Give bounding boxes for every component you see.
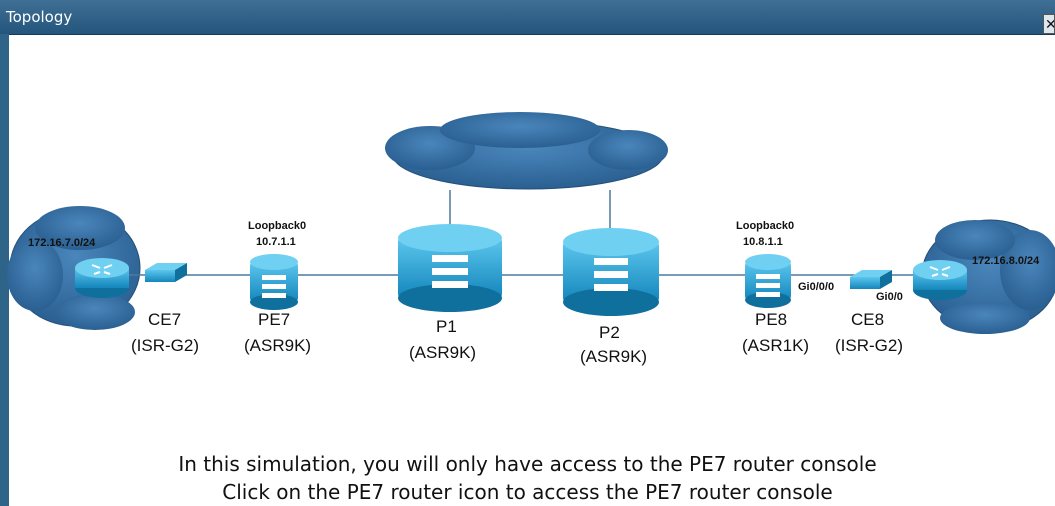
right-subnet-label: 172.16.8.0/24 xyxy=(972,255,1040,267)
ce8-switch-icon xyxy=(850,270,892,289)
caption-line-1: In this simulation, you will only have a… xyxy=(178,452,877,476)
title-bar: Topology ✕ xyxy=(0,0,1055,35)
core-cloud xyxy=(385,112,668,190)
pe7-router-icon[interactable] xyxy=(250,254,298,310)
p1-name: P1 xyxy=(436,317,457,336)
p1-model: (ASR9K) xyxy=(409,343,476,362)
ce7-name: CE7 xyxy=(148,310,181,329)
ce7-model: (ISR-G2) xyxy=(131,336,199,355)
ce8-interface-label: Gi0/0 xyxy=(876,291,903,303)
ce8-model: (ISR-G2) xyxy=(835,336,903,355)
pe7-loopback-label: Loopback0 xyxy=(248,220,306,232)
pe8-loopback-ip: 10.8.1.1 xyxy=(743,236,783,248)
links xyxy=(105,190,965,276)
pe8-name: PE8 xyxy=(755,310,787,329)
window-left-border xyxy=(0,34,9,506)
pe8-router-icon xyxy=(745,254,791,308)
p2-name: P2 xyxy=(599,323,620,342)
pe7-name: PE7 xyxy=(258,310,290,329)
pe8-loopback-label: Loopback0 xyxy=(736,220,794,232)
ce8-router-icon xyxy=(913,260,967,300)
p1-router-icon xyxy=(398,224,502,312)
right-customer-cloud xyxy=(921,219,1055,334)
p2-router-icon xyxy=(563,228,659,316)
ce7-switch-icon xyxy=(145,263,187,282)
pe8-model: (ASR1K) xyxy=(742,336,809,355)
pe7-model: (ASR9K) xyxy=(244,336,311,355)
p2-model: (ASR9K) xyxy=(580,347,647,366)
pe7-loopback-ip: 10.7.1.1 xyxy=(256,236,296,248)
ce8-name: CE8 xyxy=(851,310,884,329)
ce7-router-icon xyxy=(75,258,129,298)
left-subnet-label: 172.16.7.0/24 xyxy=(28,237,96,249)
window-title: Topology xyxy=(6,8,73,26)
caption-line-2: Click on the PE7 router icon to access t… xyxy=(222,480,833,504)
pe8-interface-label: Gi0/0/0 xyxy=(798,281,834,293)
